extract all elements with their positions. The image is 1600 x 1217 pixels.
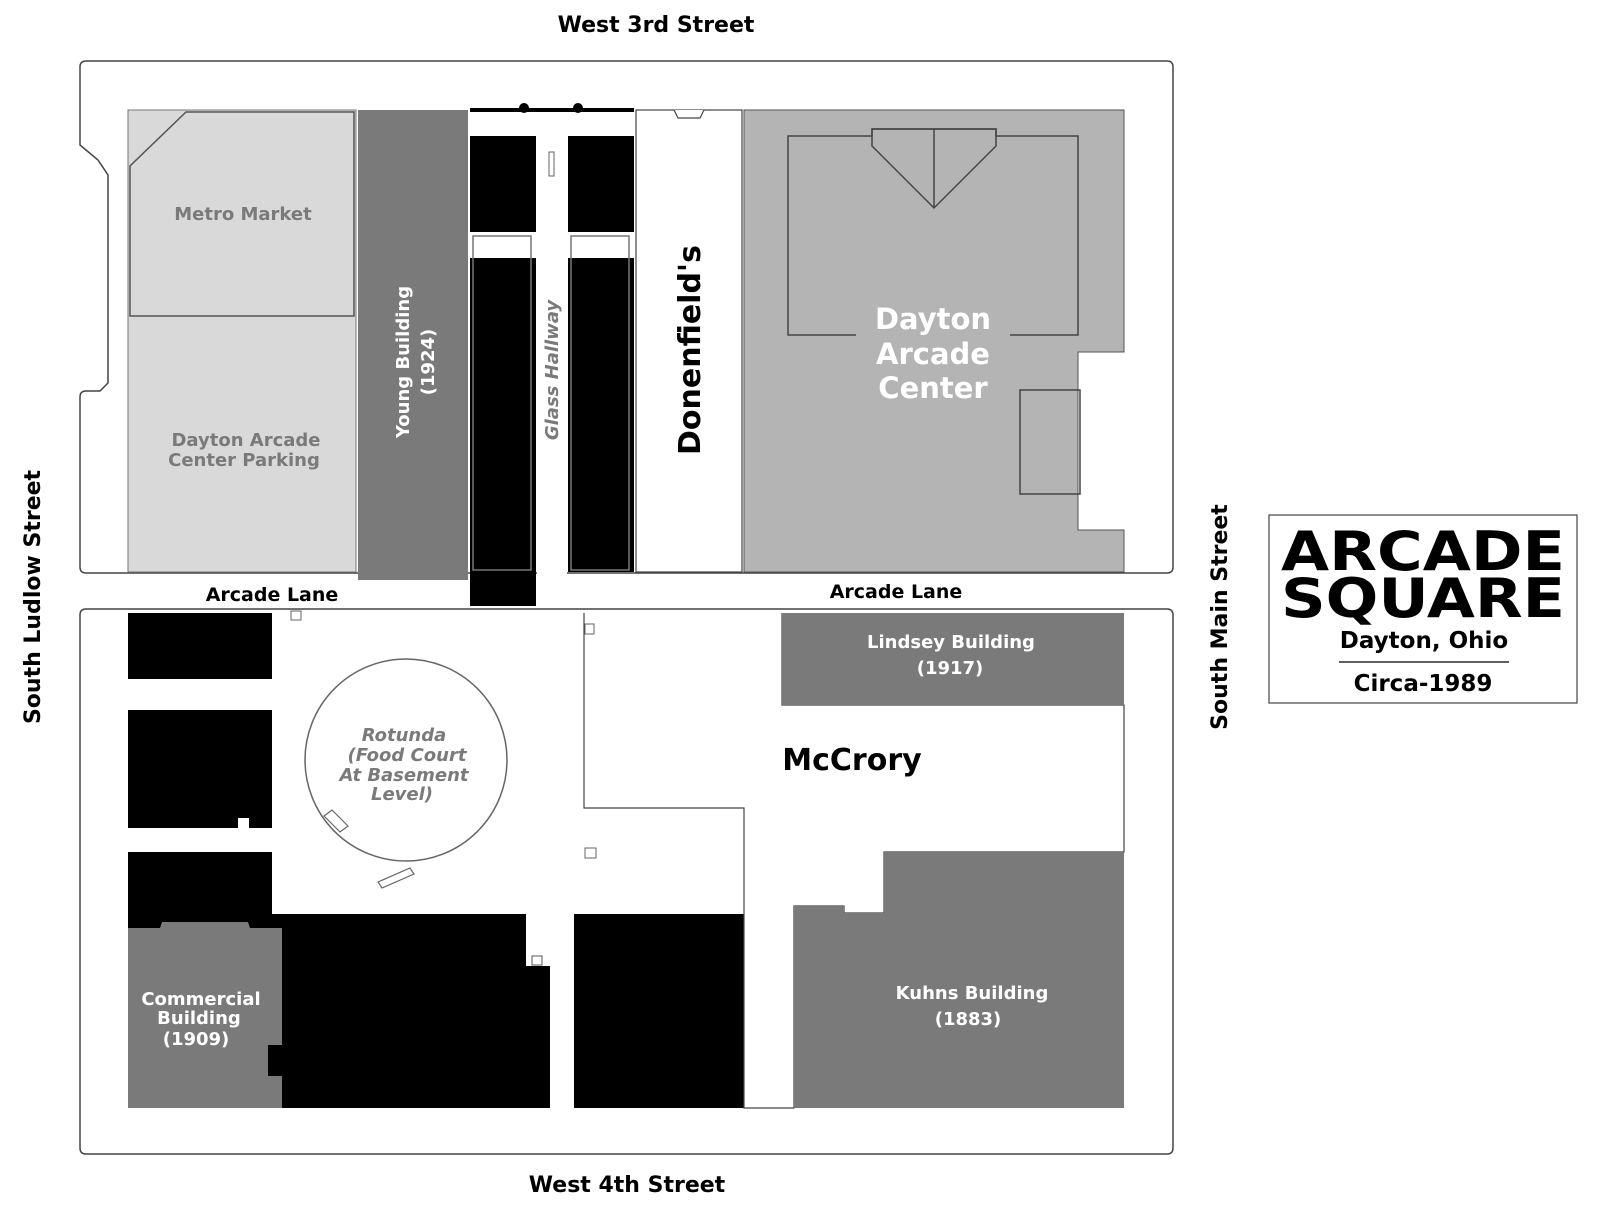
marker-arcade-lane-west <box>290 610 302 621</box>
arcade-center-label-line1: Dayton <box>875 302 991 336</box>
commercial-building-label-line3: (1909) <box>163 1029 230 1050</box>
metro-market-label: Metro Market <box>174 204 312 225</box>
glass-hallway-label: Glass Hallway <box>542 299 563 441</box>
commercial-building-label-line1: Commercial <box>141 989 260 1010</box>
arcade-block-east-1 <box>568 136 634 232</box>
young-building-label-line1: Young Building <box>393 286 414 439</box>
rotunda-bench <box>377 867 415 889</box>
arcade-lane-east-label: Arcade Lane <box>830 581 963 603</box>
west-storefront-1 <box>128 613 272 679</box>
commercial-building-label-line2: Building <box>157 1008 241 1029</box>
west-storefront-2 <box>128 710 272 828</box>
young-building-label-line2: (1924) <box>418 329 439 396</box>
street-south-label: West 4th Street <box>529 1173 726 1198</box>
street-east-label: South Main Street <box>1208 504 1233 730</box>
glass-hallway-strip <box>537 136 567 606</box>
south-center-block <box>268 914 550 1108</box>
north-entrance-post-1 <box>519 103 529 113</box>
north-entrance-bar <box>470 108 634 112</box>
parking-label-line1: Dayton Arcade <box>171 430 320 451</box>
marker-hallway-south-2 <box>584 847 597 859</box>
lindsey-building-label-line2: (1917) <box>917 658 984 679</box>
mccrory-label: McCrory <box>782 743 922 778</box>
rotunda-label-line3: At Basement <box>338 765 470 786</box>
young-building-footprint <box>358 110 468 580</box>
era-label: Circa-1989 <box>1354 671 1493 697</box>
glass-hallway-marker <box>548 151 555 177</box>
south-center-notch <box>531 955 543 966</box>
metro-market-footprint <box>129 111 355 317</box>
arcade-lane-west-label: Arcade Lane <box>206 584 339 606</box>
title-line-1: ARCADE <box>1281 520 1565 583</box>
arcade-center-label-bg <box>856 296 1010 406</box>
title-legend-frame <box>1268 514 1578 704</box>
parking-label-line2: Center Parking <box>168 450 320 471</box>
south-east-block <box>574 914 744 1108</box>
kuhns-building-label-line1: Kuhns Building <box>896 983 1049 1004</box>
arcade-block-west-2 <box>470 258 536 606</box>
arcade-inset-west <box>472 235 532 571</box>
commercial-building-footprint <box>128 922 282 1108</box>
rotunda-label-line2: (Food Court <box>348 745 468 766</box>
arcade-center-label-line2: Arcade <box>876 337 990 371</box>
lindsey-building-footprint <box>782 613 1124 705</box>
street-west-label: South Ludlow Street <box>21 469 46 724</box>
rotunda-stair <box>323 809 349 833</box>
north-entrance-post-2 <box>573 103 583 113</box>
rotunda-label-line1: Rotunda <box>362 725 447 746</box>
street-north-label: West 3rd Street <box>558 13 755 38</box>
donenfelds-notch <box>673 109 705 119</box>
west-storefront-3 <box>128 852 272 928</box>
title-legend: ARCADE SQUARE Dayton, Ohio Circa-1989 <box>1268 514 1578 704</box>
donenfelds-footprint <box>635 109 743 573</box>
arcade-center-annex <box>1019 389 1081 495</box>
kuhns-building-footprint <box>794 852 1124 1108</box>
location-label: Dayton, Ohio <box>1340 628 1508 654</box>
lindsey-building-label-line1: Lindsey Building <box>867 632 1035 653</box>
arcade-center-label-line3: Center <box>878 371 988 405</box>
marker-hallway-south-1 <box>584 623 595 635</box>
donenfelds-label: Donenfield's <box>673 245 708 455</box>
kuhns-building-label-line2: (1883) <box>935 1009 1002 1030</box>
title-line-2: SQUARE <box>1281 567 1565 630</box>
west-storefront-notch <box>238 818 249 828</box>
arcade-block-east-2 <box>568 258 634 572</box>
arcade-block-west-1 <box>470 136 536 232</box>
rotunda-circle <box>304 658 508 862</box>
arcade-inset-east <box>570 235 630 571</box>
arcade-center-skylight <box>871 128 997 210</box>
rotunda-label-line4: Level) <box>371 784 433 805</box>
